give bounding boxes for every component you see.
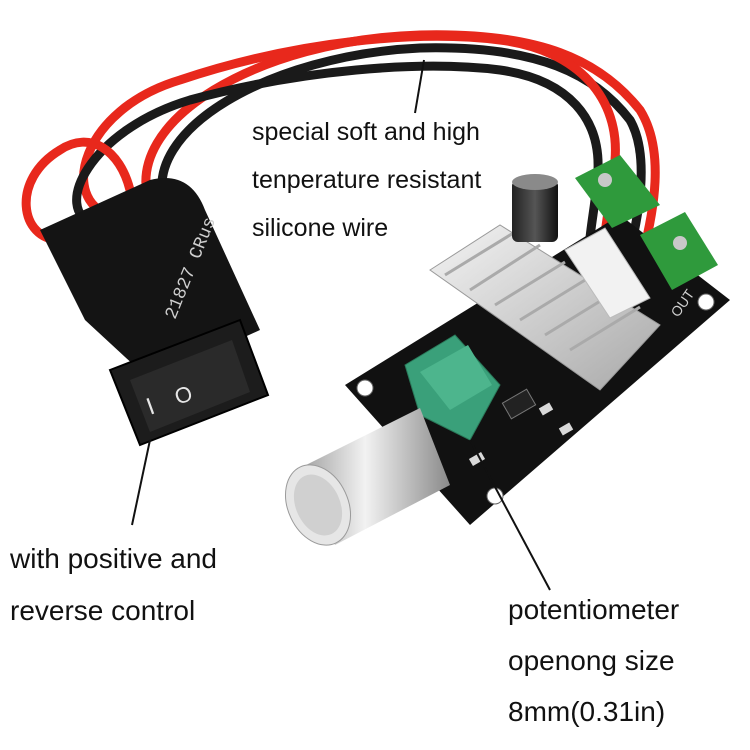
heat-shrink-sleeve (40, 178, 260, 380)
wire-callout-line-3: silicone wire (252, 213, 389, 242)
rocker-switch-face (130, 340, 250, 432)
mount-hole-2 (697, 293, 715, 311)
pot-leader (469, 439, 551, 591)
switch-callout-line-1: with positive and (10, 543, 218, 574)
wire-connector (564, 227, 651, 319)
heatsink (429, 224, 661, 391)
terminal-block-top (575, 155, 660, 228)
mount-hole-1 (356, 379, 374, 397)
switch-leader (131, 439, 151, 526)
black-wire-upper (157, 43, 646, 275)
wire-callout-line-2: tenperature resistant (252, 165, 482, 194)
wire-callout: special soft and high tenperature resist… (252, 118, 481, 261)
potentiometer-callout-line-2: openong size (508, 645, 675, 677)
wire-callout-line-1: special soft and high (252, 118, 480, 146)
wire-leader (414, 59, 425, 114)
potentiometer-knob (285, 408, 450, 546)
capacitor (512, 180, 558, 242)
switch-assembly: 21827 CRus I O (40, 178, 270, 447)
potentiometer-callout: potentiometer openong size 8mm(0.31in) (508, 594, 679, 748)
switch-callout-line-2: reverse control (10, 595, 196, 627)
terminal-block-bottom (640, 212, 718, 290)
red-wire-loop (21, 137, 135, 245)
leader-lines (131, 59, 551, 591)
potentiometer-callout-line-3: 8mm(0.31in) (508, 696, 666, 728)
pwm-controller-board: OUT (345, 155, 730, 525)
smd-chip (501, 388, 537, 420)
switch-callout: with positive and reverse control (10, 543, 217, 647)
potentiometer-callout-line-1: potentiometer (508, 594, 680, 625)
